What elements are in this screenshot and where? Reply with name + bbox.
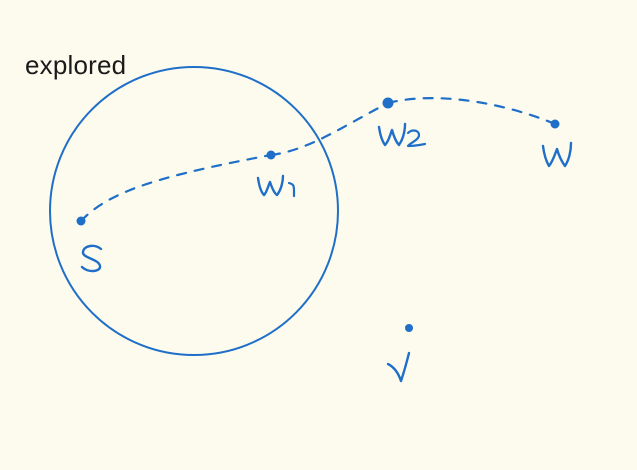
node-v-dot: [405, 324, 413, 332]
explored-label: explored: [25, 50, 127, 80]
node-w1-dot: [266, 150, 276, 160]
node-w-dot: [550, 119, 560, 129]
node-s-dot: [76, 216, 86, 226]
label-w: [541, 141, 573, 168]
label-v: [386, 351, 411, 383]
node-w2-dot: [382, 97, 394, 109]
path-s-to-w1: [79, 153, 273, 223]
path-w2-to-w: [386, 97, 557, 126]
label-w1: [256, 174, 296, 198]
label-s: [80, 244, 103, 273]
label-w2: [377, 122, 427, 148]
explored-region-circle: [49, 66, 339, 356]
path-w1-to-w2: [269, 101, 390, 157]
